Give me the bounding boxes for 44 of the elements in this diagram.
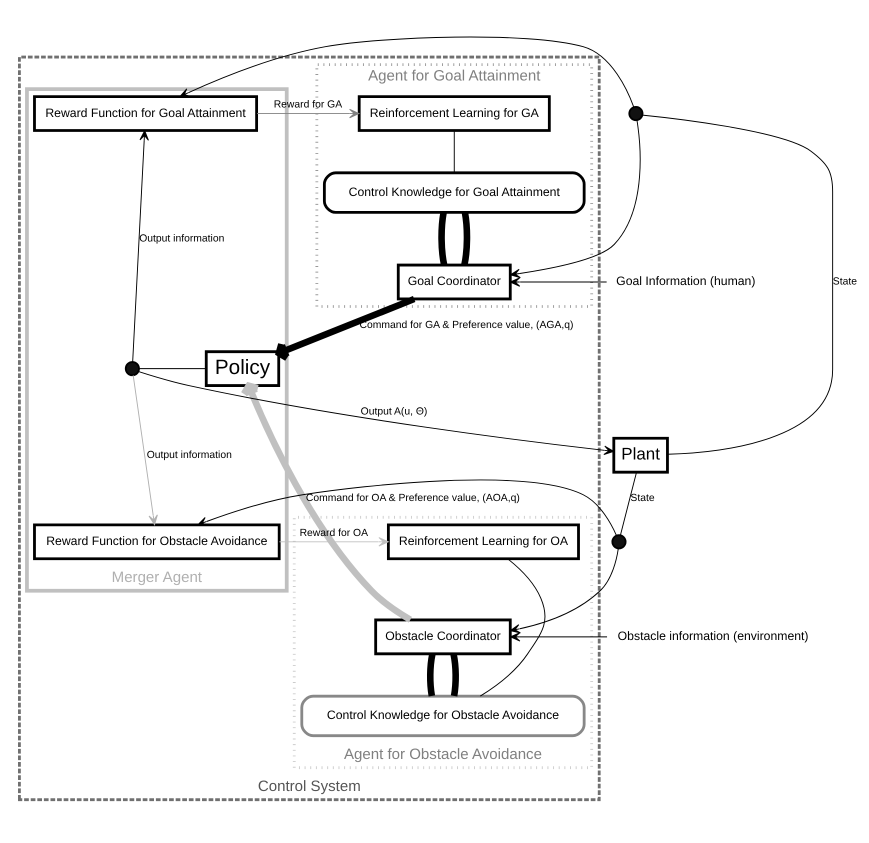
node-box: Reward Function for Goal Attainment [33, 94, 258, 132]
arrow [510, 548, 619, 633]
arrow [510, 276, 608, 286]
arrow [510, 119, 641, 278]
connector [454, 130, 455, 173]
edge-label: Output A(u, Θ) [360, 406, 428, 418]
node-text: Obstacle information (environment) [618, 628, 809, 643]
node-circle [628, 106, 644, 121]
edge-label: State [832, 276, 857, 288]
node-box: Reinforcement Learning for OA [386, 522, 580, 560]
arrow [138, 370, 614, 454]
arrow [240, 382, 412, 622]
node-box: Policy [204, 350, 280, 386]
arrow [276, 295, 416, 361]
node-box: Plant [612, 436, 669, 474]
edge-label: State [630, 492, 655, 504]
arrow [180, 36, 634, 107]
connector [480, 558, 546, 696]
node-box: Goal Coordinator [396, 263, 512, 300]
connector [642, 114, 834, 454]
arrow [510, 632, 608, 642]
node-circle [611, 534, 627, 549]
node-text: Goal Information (human) [616, 274, 756, 288]
node-circle [124, 360, 140, 376]
connector [461, 212, 470, 266]
arrow [132, 374, 158, 525]
connector [620, 472, 637, 536]
edge-label: Output information [146, 449, 232, 460]
connector [138, 368, 207, 369]
node-box: Reinforcement Learning for GA [358, 94, 551, 132]
node-box: Control Knowledge for Obstacle Avoidance [300, 694, 586, 737]
arrow [256, 108, 360, 118]
edge-label: Output information [139, 232, 224, 244]
node-box: Control Knowledge for Goal Attainment [322, 170, 586, 214]
connector [438, 212, 448, 266]
edge-label: Reward for OA [300, 527, 368, 538]
arrow [278, 536, 389, 546]
node-box: Reward Function for Obstacle Avoidance [33, 522, 281, 560]
arrow [197, 479, 617, 536]
connector [426, 653, 436, 696]
node-box: Obstacle Coordinator [374, 618, 512, 655]
connector [450, 653, 459, 696]
edge-label: Command for OA & Preference value, (AOA,q) [306, 492, 520, 504]
arrow [132, 130, 149, 362]
